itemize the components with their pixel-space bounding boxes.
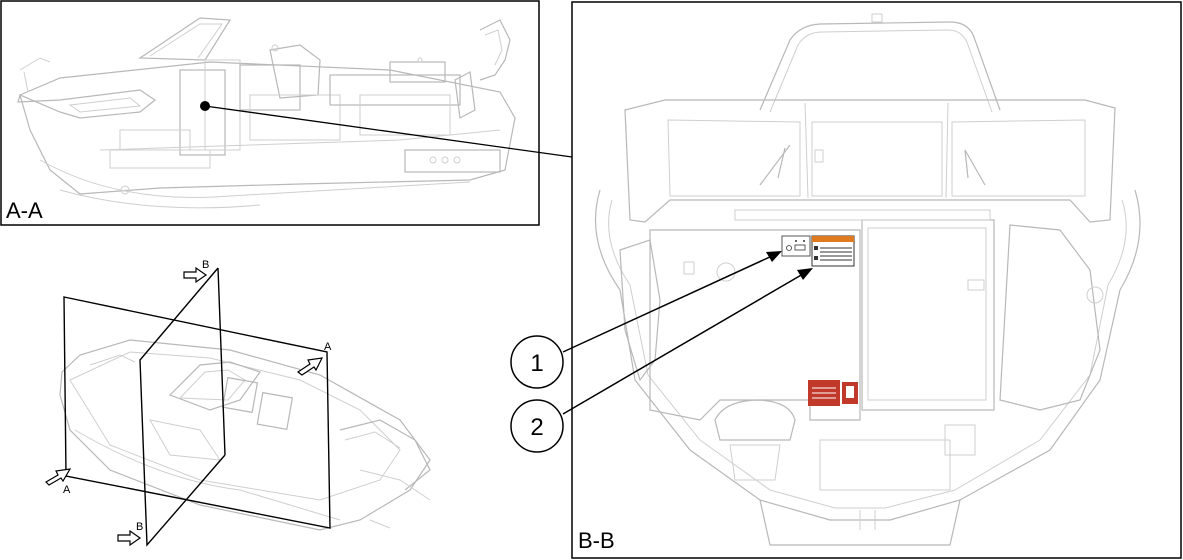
section-bb-panel: B-B	[562, 1, 1182, 559]
cut-plane-a	[63, 296, 331, 529]
cut-arrow-b-bottom	[117, 529, 142, 547]
cut-label-a-right: A	[324, 341, 332, 353]
boat-side-cutaway	[17, 17, 516, 209]
callout-1-leader	[562, 255, 773, 353]
overview-panel: B A A B	[45, 259, 431, 547]
control-panel	[781, 235, 811, 257]
callout-1-number: 1	[530, 350, 543, 377]
cut-plane-b	[139, 267, 226, 547]
callout-2-arrowhead	[797, 268, 813, 280]
cut-label-b-bottom: B	[136, 521, 143, 533]
callout-2: 2	[510, 399, 564, 453]
boat-rear-view	[594, 13, 1141, 546]
callout-2-number: 2	[530, 414, 543, 441]
cut-arrow-a-right	[296, 357, 324, 376]
callout-2-leader	[562, 273, 804, 415]
view-link-line	[204, 105, 573, 158]
warning-label	[811, 235, 855, 267]
cut-arrow-b-top	[183, 266, 208, 284]
boat-isometric	[59, 339, 431, 531]
capacity-plate	[808, 380, 858, 406]
section-aa-frame	[0, 0, 540, 226]
callout-1: 1	[510, 335, 564, 389]
cut-arrow-a-left	[45, 468, 72, 486]
section-aa-label: A-A	[6, 198, 43, 223]
section-bb-frame	[571, 1, 1182, 559]
cut-label-a-left: A	[63, 484, 71, 496]
cut-label-b-top: B	[202, 259, 209, 271]
section-bb-label: B-B	[578, 528, 615, 553]
callout-1-arrowhead	[766, 251, 782, 262]
section-aa-panel: A-A	[0, 0, 540, 226]
